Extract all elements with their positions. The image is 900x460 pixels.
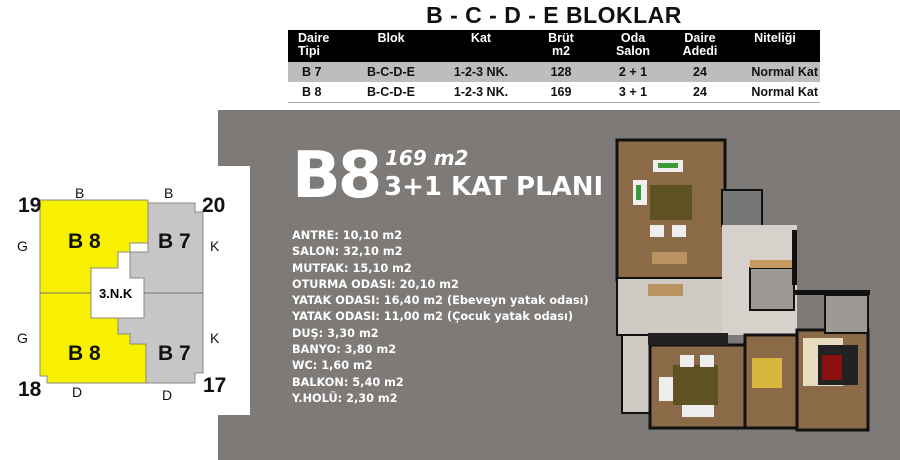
unit-code: B8 (292, 139, 382, 213)
header-niteligi: Niteliği (754, 31, 796, 45)
room-item: YATAK ODASI: 16,40 m2 (Ebeveyn yatak oda… (292, 294, 589, 308)
room-item: MUTFAK: 15,10 m2 (292, 261, 412, 275)
room-item: OTURMA ODASI: 20,10 m2 (292, 277, 459, 291)
corner-20: 20 (202, 194, 226, 217)
core-label: 3.N.K (99, 286, 133, 301)
header-oda-salon: Oda (620, 31, 646, 45)
unit-b7: B 7 (158, 342, 191, 365)
label-g: G (17, 330, 28, 346)
corner-18: 18 (18, 378, 42, 401)
key-plan-diagram (39, 199, 204, 384)
label-b: B (164, 185, 174, 201)
room-item: DUŞ: 3,30 m2 (292, 326, 379, 340)
header-daire-tipi: Daire (298, 31, 330, 45)
page-title: B - C - D - E BLOKLAR (426, 2, 682, 28)
label-g: G (17, 238, 28, 254)
unit-area: 169 m2 (385, 146, 469, 170)
unit-type: 3+1 KAT PLANI (384, 172, 604, 202)
unit-b8: B 8 (68, 342, 101, 365)
room-item: Y.HOLÜ: 2,30 m2 (292, 391, 398, 405)
floor-plan-render (615, 138, 870, 432)
label-d: D (72, 384, 83, 400)
header-kat: Kat (470, 31, 492, 45)
corner-17: 17 (203, 374, 227, 397)
room-item: YATAK ODASI: 11,00 m2 (Çocuk yatak odası… (292, 310, 574, 324)
label-d: D (162, 387, 173, 403)
key-plan: 19 20 18 17 B B D D G G K K B 8 B 7 B 8 … (0, 170, 250, 420)
header-brut: Brüt (548, 31, 574, 45)
header-daire-adedi: Daire (684, 31, 716, 45)
unit-b7: B 7 (158, 230, 191, 253)
room-item: BANYO: 3,80 m2 (292, 343, 397, 357)
label-k: K (210, 238, 220, 254)
room-item: WC: 1,60 m2 (292, 359, 373, 373)
room-item: BALKON: 5,40 m2 (292, 375, 404, 389)
room-list: ANTRE: 10,10 m2 SALON: 32,10 m2 MUTFAK: … (292, 228, 589, 407)
room-item: ANTRE: 10,10 m2 (292, 229, 403, 242)
label-k: K (210, 330, 220, 346)
corner-19: 19 (18, 194, 42, 217)
header-blok: Blok (377, 31, 405, 45)
label-b: B (75, 185, 85, 201)
unit-b8: B 8 (68, 230, 101, 253)
room-item: SALON: 32,10 m2 (292, 245, 403, 259)
